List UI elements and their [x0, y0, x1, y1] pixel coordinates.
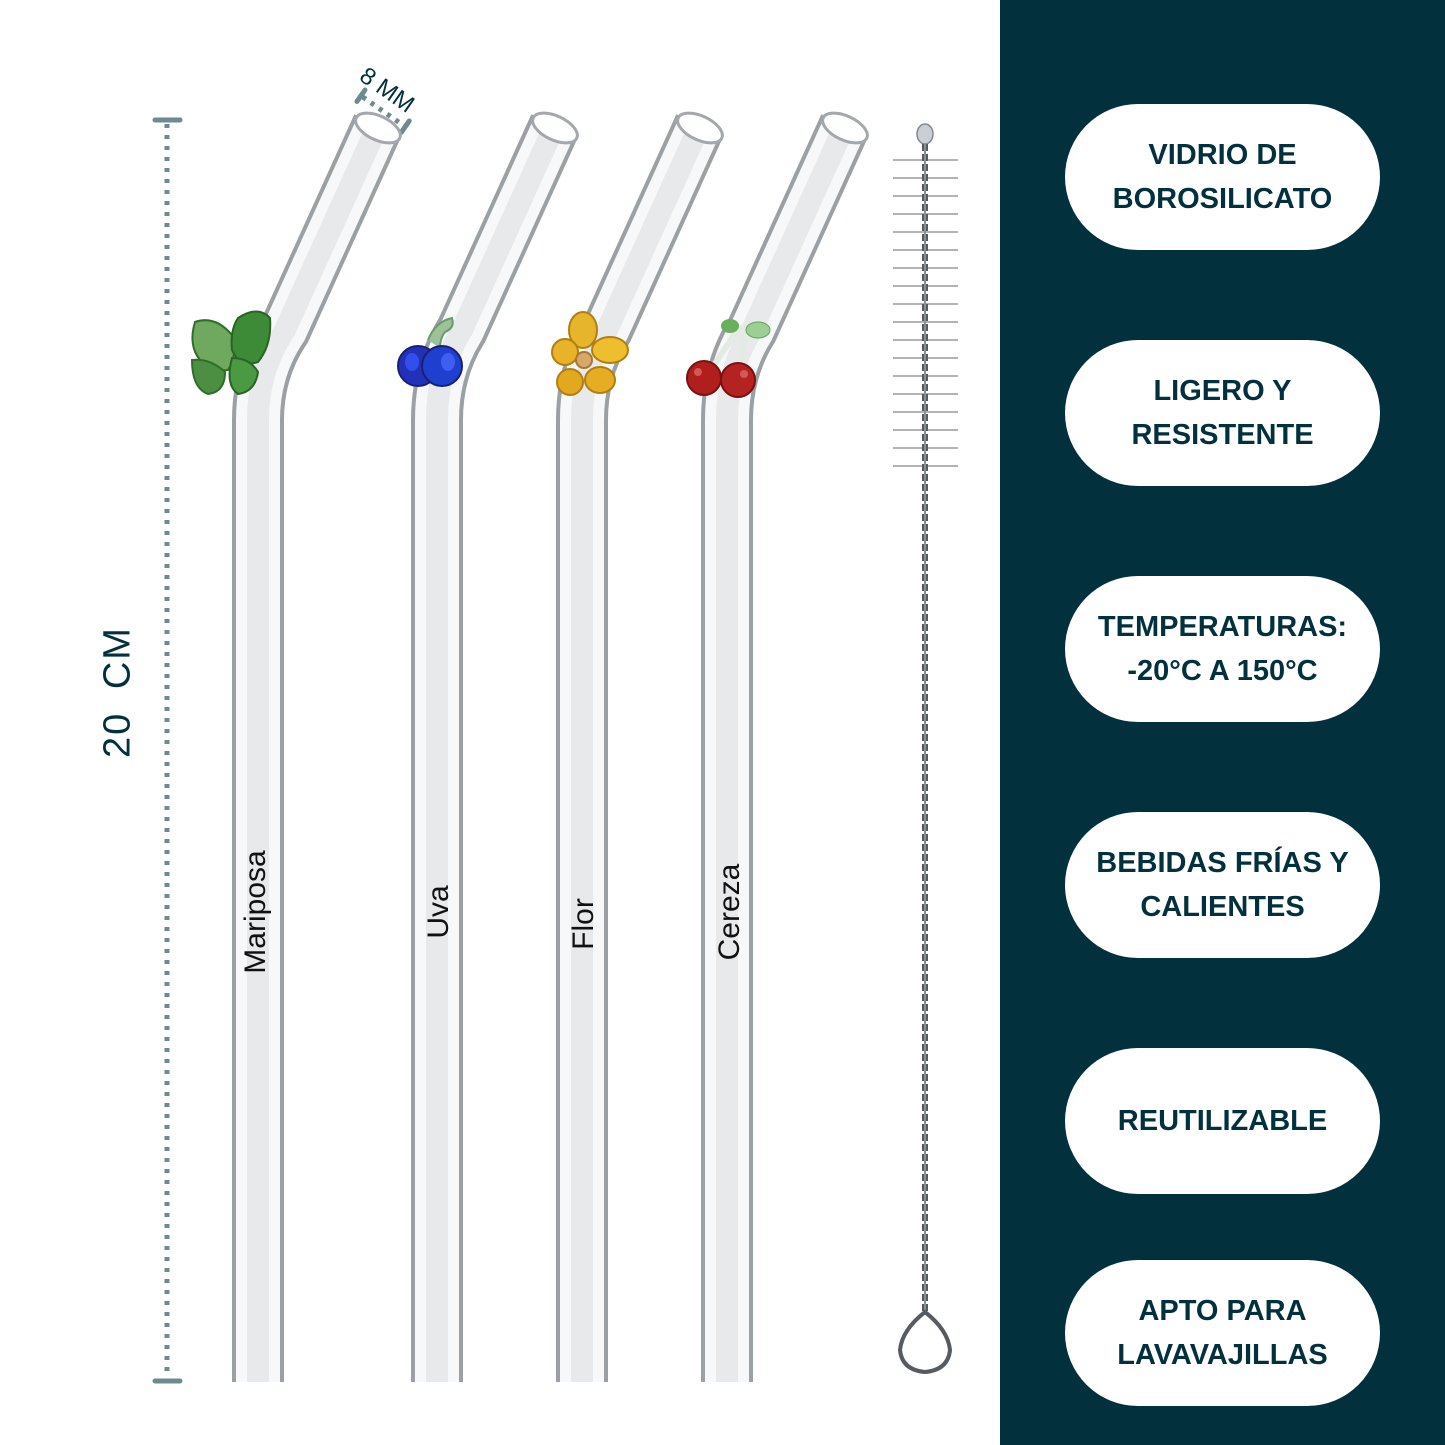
straw-label-flor: Flor	[567, 898, 600, 950]
cherry-ornament-icon	[686, 319, 771, 398]
feature-text: VIDRIO DE BOROSILICATO	[1112, 139, 1333, 215]
feature-text: REUTILIZABLE	[1117, 1105, 1328, 1137]
length-dimension-line	[152, 87, 958, 1384]
straw-label-mariposa: Mariposa	[239, 850, 272, 974]
length-label: 20 CM	[96, 626, 139, 758]
feature-badge-dishwasher-safe: APTO PARA LAVAVAJILLAS	[1065, 1260, 1380, 1406]
feature-badge-temperatures: TEMPERATURAS: -20°C A 150°C	[1065, 576, 1380, 722]
feature-badge-reusable: REUTILIZABLE	[1065, 1048, 1380, 1194]
feature-badge-hot-cold-drinks: BEBIDAS FRÍAS Y CALIENTES	[1065, 812, 1380, 958]
straw-cereza	[701, 111, 869, 1382]
feature-badge-borosilicate: VIDRIO DE BOROSILICATO	[1065, 104, 1380, 250]
product-image-area: 20 CM 8 MM Mariposa Uva Flor Cereza	[96, 62, 958, 1384]
feature-text: APTO PARA LAVAVAJILLAS	[1117, 1295, 1328, 1371]
straw-label-cereza: Cereza	[713, 863, 746, 961]
feature-text: LIGERO Y RESISTENTE	[1131, 375, 1314, 451]
feature-badge-light-resistant: LIGERO Y RESISTENTE	[1065, 340, 1380, 486]
grape-ornament-icon	[397, 316, 463, 387]
butterfly-ornament-icon	[190, 310, 272, 396]
cleaning-brush-icon	[893, 123, 958, 1375]
flower-ornament-icon	[551, 311, 629, 396]
feature-text: BEBIDAS FRÍAS Y CALIENTES	[1096, 847, 1349, 923]
feature-text: TEMPERATURAS: -20°C A 150°C	[1097, 611, 1348, 687]
straw-label-uva: Uva	[422, 885, 455, 939]
straw-mariposa	[232, 111, 402, 1382]
